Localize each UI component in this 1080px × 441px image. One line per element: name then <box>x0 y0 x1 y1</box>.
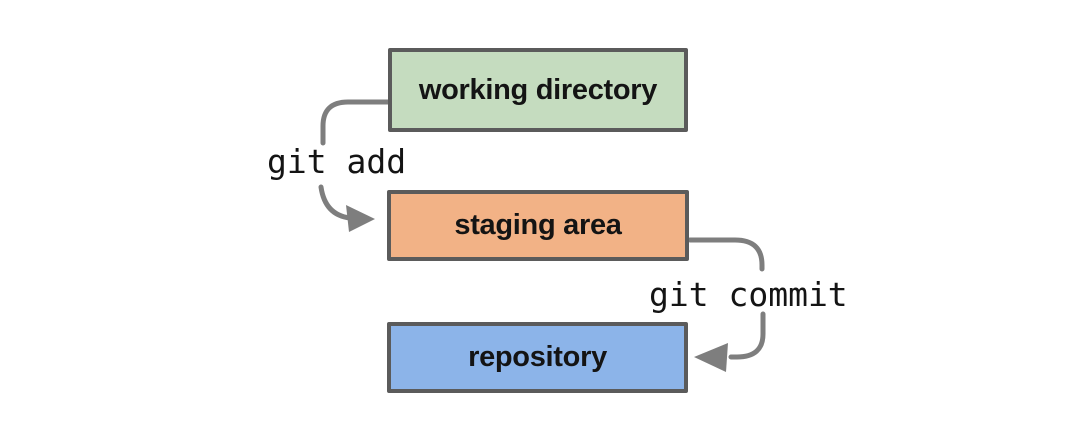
git-add-arrowhead-icon <box>346 205 375 232</box>
node-repository-label: repository <box>468 341 607 373</box>
git-add-arrow-upper-segment <box>320 99 391 146</box>
git-add-arrow-lower-segment <box>318 184 353 221</box>
node-staging-area-label: staging area <box>454 209 622 241</box>
edge-label-git-commit: git commit <box>649 275 848 314</box>
git-commit-arrowhead-icon <box>694 343 728 372</box>
git-commit-arrow-lower-segment <box>728 311 766 360</box>
node-repository: repository <box>387 322 688 393</box>
edge-label-git-add: git add <box>267 142 407 181</box>
node-working-directory-label: working directory <box>418 73 658 106</box>
node-staging-area: staging area <box>387 190 689 261</box>
git-commit-arrow-upper-segment <box>687 237 765 272</box>
node-working-directory: working directory <box>388 48 688 132</box>
